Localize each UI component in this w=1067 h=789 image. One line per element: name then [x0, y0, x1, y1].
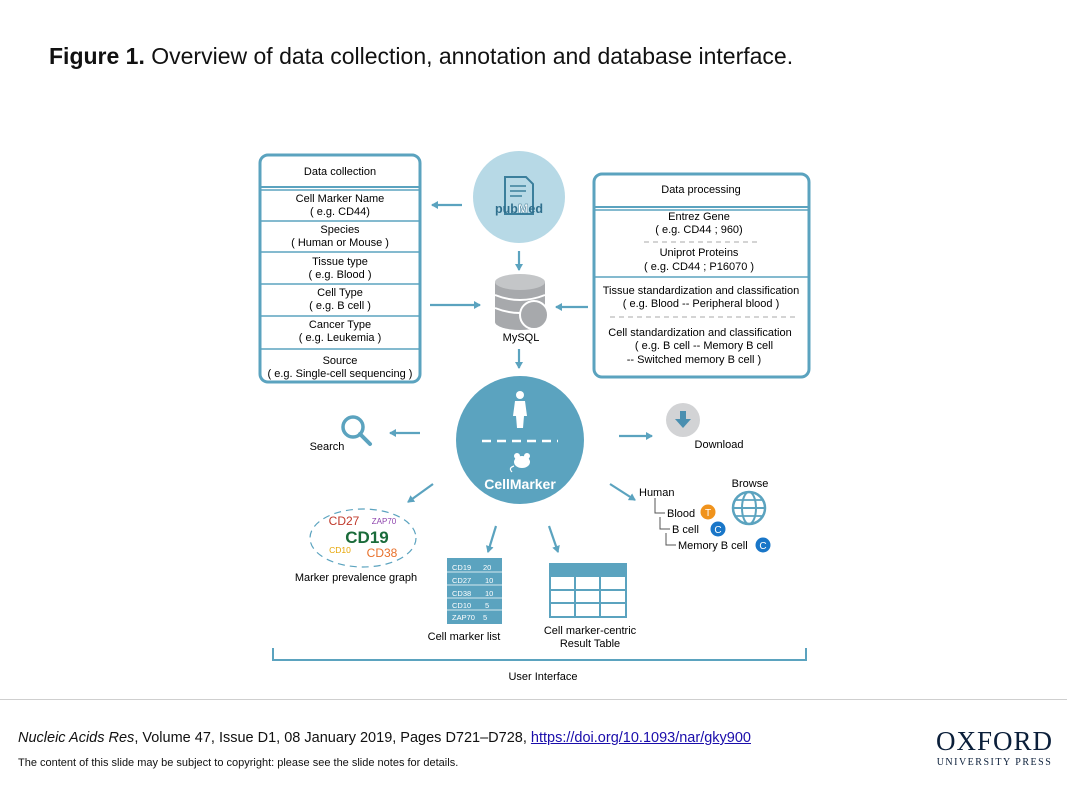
word-cd10: CD10: [329, 545, 351, 555]
tree-level-1[interactable]: Blood: [667, 508, 695, 520]
tree-level-2[interactable]: B cell: [672, 524, 699, 536]
dc-row-6-title: Source: [323, 355, 358, 367]
citation-details: , Volume 47, Issue D1, 08 January 2019, …: [134, 730, 531, 746]
list-item-name: CD10: [452, 601, 471, 610]
list-item-count: 20: [483, 563, 491, 572]
download-icon[interactable]: [666, 403, 700, 437]
citation: Nucleic Acids Res, Volume 47, Issue D1, …: [18, 730, 751, 746]
dc-row-5-example: ( e.g. Leukemia ): [299, 332, 382, 344]
publisher-subtitle: UNIVERSITY PRESS: [936, 757, 1053, 768]
badge-cell: C: [759, 541, 766, 552]
dc-row-1-example: ( e.g. CD44): [310, 206, 370, 218]
user-interface-bracket: [272, 648, 807, 661]
badge-cell: C: [714, 525, 721, 536]
dc-row-3-example: ( e.g. Blood ): [309, 269, 372, 281]
data-collection-box: Data collection Cell Marker Name ( e.g. …: [258, 153, 422, 384]
marker-list-label: Cell marker list: [428, 631, 501, 643]
tree-root[interactable]: Human: [639, 487, 674, 499]
list-item-count: 10: [485, 576, 493, 585]
footer-divider: [0, 699, 1067, 700]
pubmed-node: pubMed: [473, 151, 565, 243]
tissue-std-example: ( e.g. Blood -- Peripheral blood ): [623, 298, 780, 310]
overview-diagram: Data collection Cell Marker Name ( e.g. …: [258, 151, 811, 683]
cellmarker-label: CellMarker: [484, 476, 556, 492]
mouse-icon: [509, 453, 530, 473]
list-item-name: CD27: [452, 576, 471, 585]
dc-row-3-title: Tissue type: [312, 256, 368, 268]
dc-row-6-example: ( e.g. Single-cell sequencing ): [268, 368, 413, 380]
mysql-label: MySQL: [503, 332, 540, 344]
prevalence-label: Marker prevalence graph: [295, 572, 417, 584]
cell-std-example-1: ( e.g. B cell -- Memory B cell: [635, 340, 773, 352]
uniprot-example: ( e.g. CD44 ; P16070 ): [644, 261, 754, 273]
doi-link[interactable]: https://doi.org/10.1093/nar/gky900: [530, 730, 751, 746]
database-icon: [494, 274, 549, 330]
word-cd19: CD19: [345, 528, 388, 547]
list-item-name: CD38: [452, 589, 471, 598]
figure-label: Figure 1.: [49, 43, 145, 69]
data-processing-header: Data processing: [661, 184, 741, 196]
dc-row-2-title: Species: [320, 224, 360, 236]
entrez-example: ( e.g. CD44 ; 960): [655, 224, 742, 236]
figure-title: Figure 1. Overview of data collection, a…: [49, 42, 809, 71]
word-cd38: CD38: [367, 546, 398, 560]
search-icon[interactable]: [341, 415, 372, 446]
arrow-to-result-table: [547, 525, 560, 553]
document-icon: [504, 176, 534, 215]
tree-level-3[interactable]: Memory B cell: [678, 540, 748, 552]
word-cd27: CD27: [329, 514, 360, 528]
dc-row-1-title: Cell Marker Name: [296, 193, 385, 205]
journal-name: Nucleic Acids Res: [18, 730, 135, 746]
word-zap70: ZAP70: [372, 517, 397, 526]
list-item-count: 5: [483, 613, 487, 622]
cellmarker-node: CellMarker: [456, 376, 584, 504]
globe-icon[interactable]: [731, 490, 767, 526]
arrow-to-marker-list: [485, 525, 498, 553]
arrow-to-browse: [609, 483, 636, 501]
dc-row-2-example: ( Human or Mouse ): [291, 237, 389, 249]
human-figure-icon: [513, 391, 527, 428]
uniprot-title: Uniprot Proteins: [660, 247, 739, 259]
copyright-note: The content of this slide may be subject…: [18, 757, 459, 769]
badge-tissue: T: [705, 508, 711, 519]
list-item-count: 5: [485, 601, 489, 610]
browse-label[interactable]: Browse: [732, 478, 769, 490]
result-table-icon[interactable]: [549, 563, 627, 618]
list-item-count: 10: [485, 589, 493, 598]
publisher-logo: OXFORD UNIVERSITY PRESS: [936, 727, 1053, 768]
download-label[interactable]: Download: [695, 439, 744, 451]
entrez-title: Entrez Gene: [668, 211, 730, 223]
pubmed-logo: pubMed: [495, 202, 543, 216]
list-item-name: CD19: [452, 563, 471, 572]
data-processing-box: Data processing Entrez Gene ( e.g. CD44 …: [592, 172, 811, 379]
search-label[interactable]: Search: [310, 441, 345, 453]
browse-tree[interactable]: Human Blood B cell Memory B cell T C C: [639, 487, 771, 553]
result-table-label-1: Cell marker-centric: [544, 625, 637, 637]
figure-caption: Overview of data collection, annotation …: [151, 43, 794, 69]
marker-prevalence-graph[interactable]: CD27 ZAP70 CD19 CD10 CD38: [309, 508, 417, 568]
dc-row-5-title: Cancer Type: [309, 319, 371, 331]
publisher-name: OXFORD: [935, 726, 1053, 756]
result-table-label-2: Result Table: [560, 638, 620, 650]
data-collection-header: Data collection: [304, 166, 376, 178]
dc-row-4-title: Cell Type: [317, 287, 363, 299]
cell-std-example-2: -- Switched memory B cell ): [627, 354, 761, 366]
dc-row-4-example: ( e.g. B cell ): [309, 300, 371, 312]
arrow-to-prevalence: [407, 483, 434, 503]
list-item-name: ZAP70: [452, 613, 475, 622]
cell-std-title: Cell standardization and classification: [608, 327, 791, 339]
tissue-std-title: Tissue standardization and classificatio…: [603, 285, 799, 297]
cell-marker-list[interactable]: CD19 20 CD27 10 CD38 10 CD10 5 ZAP70 5: [447, 558, 502, 624]
user-interface-label: User Interface: [508, 671, 577, 683]
